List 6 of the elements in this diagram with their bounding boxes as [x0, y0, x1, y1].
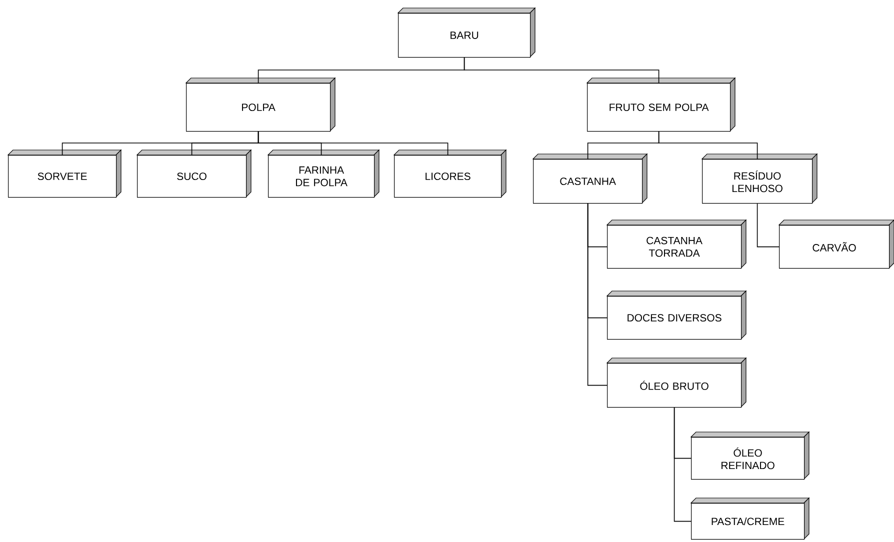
- connector-line: [658, 131, 758, 160]
- connector-line: [464, 57, 660, 84]
- connector-line: [756, 203, 780, 248]
- connector-line: [587, 203, 608, 386]
- connector-line: [258, 131, 448, 156]
- connector-line: [674, 407, 692, 522]
